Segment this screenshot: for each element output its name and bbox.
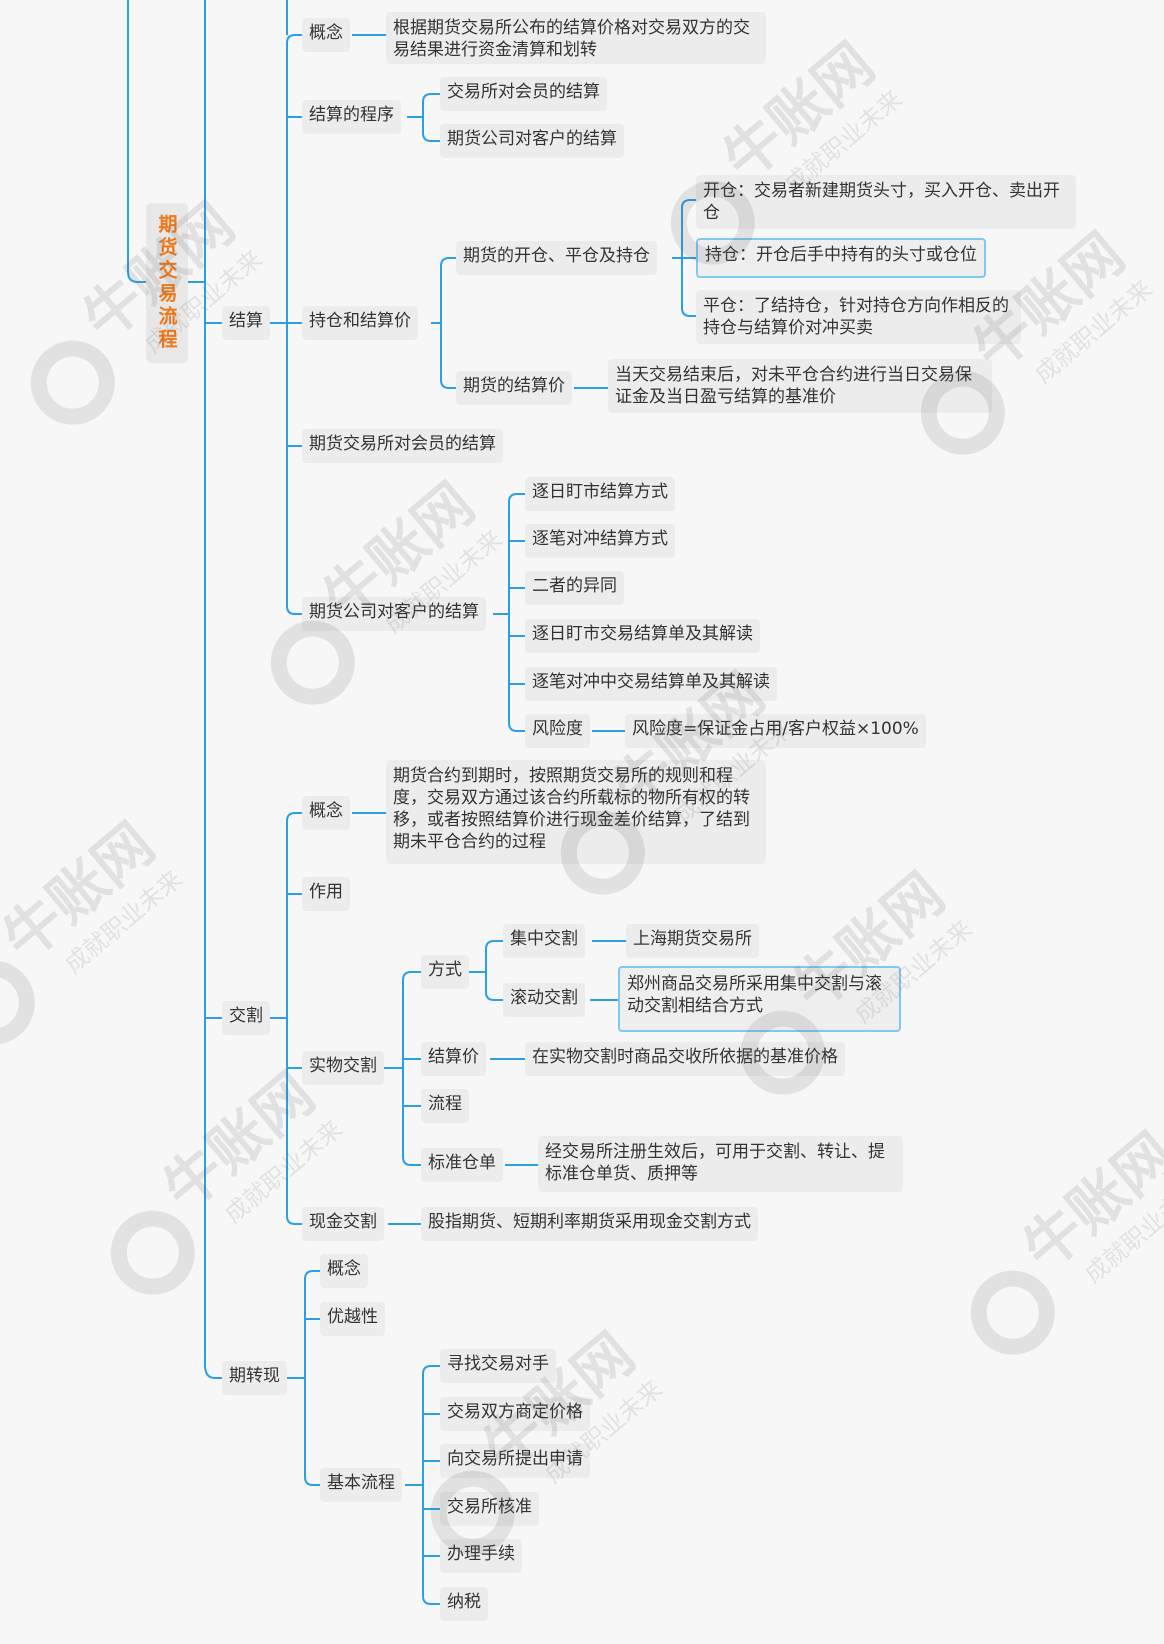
delivery-concept-desc[interactable]: 期货合约到期时，按照期货交易所的规则和程度，交易双方通过该合约所载标的物所有权的… <box>386 760 766 864</box>
connector-line <box>402 1068 421 1166</box>
centralized-delivery-desc[interactable]: 上海期货交易所 <box>626 924 759 958</box>
connector-line <box>681 199 696 258</box>
delivery-function[interactable]: 作用 <box>302 877 350 911</box>
close-position-desc[interactable]: 平仓：了结持仓，针对持仓方向作相反的持仓与结算价对冲买卖 <box>696 290 1021 344</box>
physical-delivery[interactable]: 实物交割 <box>302 1051 384 1085</box>
connector-line <box>440 323 456 389</box>
rolling-delivery-desc[interactable]: 郑州商品交易所采用集中交割与滚动交割相结合方式 <box>618 966 901 1032</box>
efp-flow-item[interactable]: 交易所核准 <box>440 1492 539 1526</box>
settlement-procedure[interactable]: 结算的程序 <box>302 100 401 134</box>
efp-flow-item[interactable]: 向交易所提出申请 <box>440 1444 590 1478</box>
settlement-concept[interactable]: 概念 <box>302 18 350 52</box>
client-settle-item[interactable]: 逐笔对冲中交易结算单及其解读 <box>525 667 777 701</box>
physical-settle-price[interactable]: 结算价 <box>421 1042 486 1076</box>
settlement-price-desc[interactable]: 当天交易结束后，对未平仓合约进行当日交易保证金及当日盈亏结算的基准价 <box>608 359 992 413</box>
exchange-member-settlement[interactable]: 期货交易所对会员的结算 <box>302 429 503 463</box>
open-close-hold[interactable]: 期货的开仓、平仓及持仓 <box>456 241 657 275</box>
client-settle-item[interactable]: 逐日盯市交易结算单及其解读 <box>525 619 760 653</box>
standard-warrant-desc[interactable]: 经交易所注册生效后，可用于交割、转让、提标准仓单货、质押等 <box>538 1136 903 1192</box>
connector-line <box>485 972 503 1001</box>
standard-warrant[interactable]: 标准仓单 <box>421 1148 503 1182</box>
physical-settle-price-desc[interactable]: 在实物交割时商品交收所依据的基准价格 <box>525 1042 845 1076</box>
position-settlement[interactable]: 持仓和结算价 <box>302 306 418 340</box>
company-client-settlement[interactable]: 期货公司对客户的结算 <box>302 597 486 631</box>
physical-process[interactable]: 流程 <box>421 1089 469 1123</box>
branch-efp[interactable]: 期转现 <box>222 1361 287 1395</box>
connector-line <box>485 940 503 972</box>
client-settle-item[interactable]: 逐笔对冲结算方式 <box>525 524 675 558</box>
efp-advantage[interactable]: 优越性 <box>320 1302 385 1336</box>
efp-concept[interactable]: 概念 <box>320 1254 368 1288</box>
branch-delivery[interactable]: 交割 <box>222 1001 270 1035</box>
cash-delivery-desc[interactable]: 股指期货、短期利率期货采用现金交割方式 <box>421 1207 758 1241</box>
efp-flow-item[interactable]: 交易双方商定价格 <box>440 1397 590 1431</box>
connector-line <box>440 257 456 323</box>
connector-line <box>127 0 146 283</box>
root-node[interactable]: 期货交易流程 <box>146 203 188 363</box>
rolling-delivery[interactable]: 滚动交割 <box>503 983 585 1017</box>
client-settle-item[interactable]: 逐日盯市结算方式 <box>525 477 675 511</box>
connector-line <box>204 0 222 1379</box>
connector-line <box>422 1485 440 1605</box>
connector-line <box>508 493 525 614</box>
open-position-desc[interactable]: 开仓：交易者新建期货头寸，买入开仓、卖出开仓 <box>696 175 1076 229</box>
connector-line <box>422 117 440 142</box>
connector-line <box>508 614 525 732</box>
connector-line <box>304 1270 320 1378</box>
connector-line <box>304 1378 320 1486</box>
branch-settlement[interactable]: 结算 <box>222 306 270 340</box>
connector-line <box>286 323 302 615</box>
risk-degree-formula[interactable]: 风险度=保证金占用/客户权益×100% <box>625 714 926 748</box>
centralized-delivery[interactable]: 集中交割 <box>503 924 585 958</box>
settlement-price[interactable]: 期货的结算价 <box>456 371 572 405</box>
connector-line <box>681 258 696 317</box>
delivery-concept[interactable]: 概念 <box>302 796 350 830</box>
efp-flow-item[interactable]: 办理手续 <box>440 1539 522 1573</box>
connector-line <box>422 93 440 117</box>
client-settle-item[interactable]: 二者的异同 <box>525 571 624 605</box>
connector-line <box>286 1018 302 1225</box>
efp-basic-flow[interactable]: 基本流程 <box>320 1468 402 1502</box>
connector-line <box>422 1365 440 1485</box>
delivery-method[interactable]: 方式 <box>421 955 469 989</box>
efp-flow-item[interactable]: 纳税 <box>440 1587 488 1621</box>
efp-flow-item[interactable]: 寻找交易对手 <box>440 1349 556 1383</box>
connector-line <box>402 971 421 1068</box>
procedure-item[interactable]: 交易所对会员的结算 <box>440 77 607 111</box>
settlement-concept-desc[interactable]: 根据期货交易所公布的结算价格对交易双方的交易结果进行资金清算和划转 <box>386 12 766 64</box>
procedure-item[interactable]: 期货公司对客户的结算 <box>440 124 624 158</box>
connector-line <box>286 812 302 1018</box>
cash-delivery[interactable]: 现金交割 <box>302 1207 384 1241</box>
connector-line <box>286 34 302 323</box>
risk-degree[interactable]: 风险度 <box>525 714 590 748</box>
hold-position-desc[interactable]: 持仓：开仓后手中持有的头寸或仓位 <box>696 238 986 278</box>
